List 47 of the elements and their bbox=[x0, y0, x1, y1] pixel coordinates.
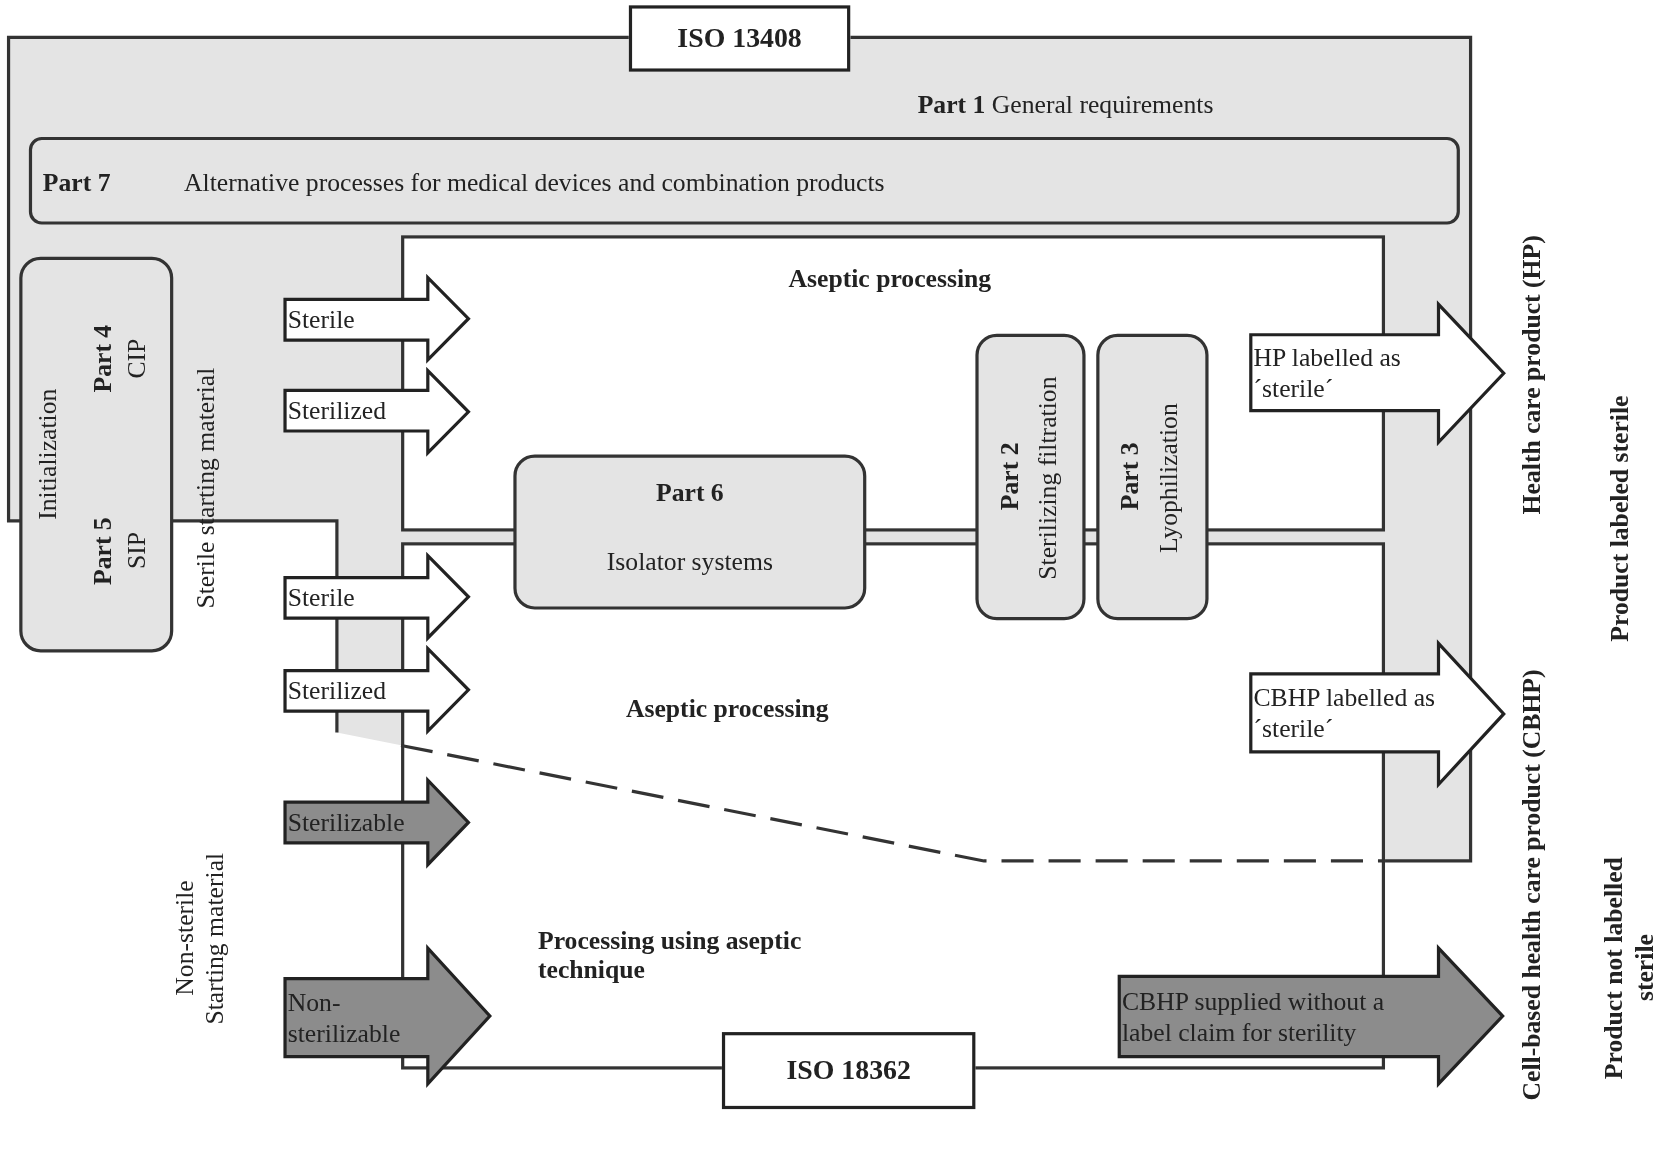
process-box bbox=[975, 333, 1086, 621]
side-label: Product not labelled sterile bbox=[1599, 855, 1660, 1081]
part-band bbox=[28, 136, 1460, 225]
part-text: Lyophilization bbox=[1153, 402, 1184, 555]
area-title: Aseptic processing bbox=[624, 692, 830, 724]
vertical-text: Initialization bbox=[32, 387, 63, 523]
side-label: Cell-based health care product (CBHP) bbox=[1516, 667, 1547, 1103]
part-text: CIP bbox=[121, 337, 152, 381]
pointed-tag bbox=[1117, 946, 1505, 1086]
part-number: Part 2 bbox=[994, 441, 1025, 512]
area-title: Processing using aseptic technique bbox=[537, 925, 803, 985]
side-label: Sterile starting material bbox=[190, 366, 221, 611]
pointed-tag bbox=[1249, 302, 1506, 444]
arrow-text: Sterilized bbox=[287, 395, 388, 427]
part-number: Part 7 bbox=[42, 167, 112, 199]
arrow-text: Sterile bbox=[287, 304, 356, 336]
arrow-text: CBHP supplied without a label claim for sterility bbox=[1121, 985, 1386, 1048]
pointed-tag bbox=[283, 554, 471, 640]
pointed-tag bbox=[1249, 641, 1506, 787]
pointed-tag bbox=[283, 778, 471, 867]
pointed-tag bbox=[283, 946, 492, 1086]
band-text: Alternative processes for medical devices and combination products bbox=[183, 167, 886, 199]
part-number: Part 6 bbox=[655, 476, 725, 508]
arrow-text: Sterile bbox=[287, 582, 356, 614]
standard-label: ISO 13408 bbox=[628, 5, 851, 72]
heading-text: Part 1 General requirements bbox=[917, 89, 1215, 121]
area-title: Aseptic processing bbox=[787, 262, 993, 294]
pointed-tag bbox=[283, 275, 471, 362]
arrow-text: HP labelled as ´sterile´ bbox=[1253, 342, 1402, 404]
part-number: Part 5 bbox=[87, 515, 118, 587]
part-number: Part 4 bbox=[87, 323, 118, 395]
part-number: Part 3 bbox=[1114, 441, 1144, 512]
arrow-text: Sterilizable bbox=[287, 807, 406, 838]
process-box bbox=[1096, 333, 1209, 621]
process-box bbox=[513, 454, 867, 610]
standard-label: ISO 18362 bbox=[721, 1032, 976, 1110]
pointed-tag bbox=[283, 369, 471, 455]
pointed-tag bbox=[283, 647, 471, 733]
side-label: Health care product (HP) bbox=[1516, 233, 1547, 516]
arrow-text: Sterilized bbox=[287, 675, 388, 707]
part-text: Sterilizing filtration bbox=[1032, 375, 1063, 582]
arrow-text: CBHP labelled as ´sterile´ bbox=[1253, 682, 1437, 744]
side-label: Non-sterile Starting material bbox=[169, 851, 230, 1027]
arrow-text: Non-sterilizable bbox=[287, 986, 402, 1049]
part-text: SIP bbox=[121, 531, 152, 572]
side-label: Product labeled sterile bbox=[1604, 394, 1635, 644]
part-text: Isolator systems bbox=[605, 546, 774, 577]
